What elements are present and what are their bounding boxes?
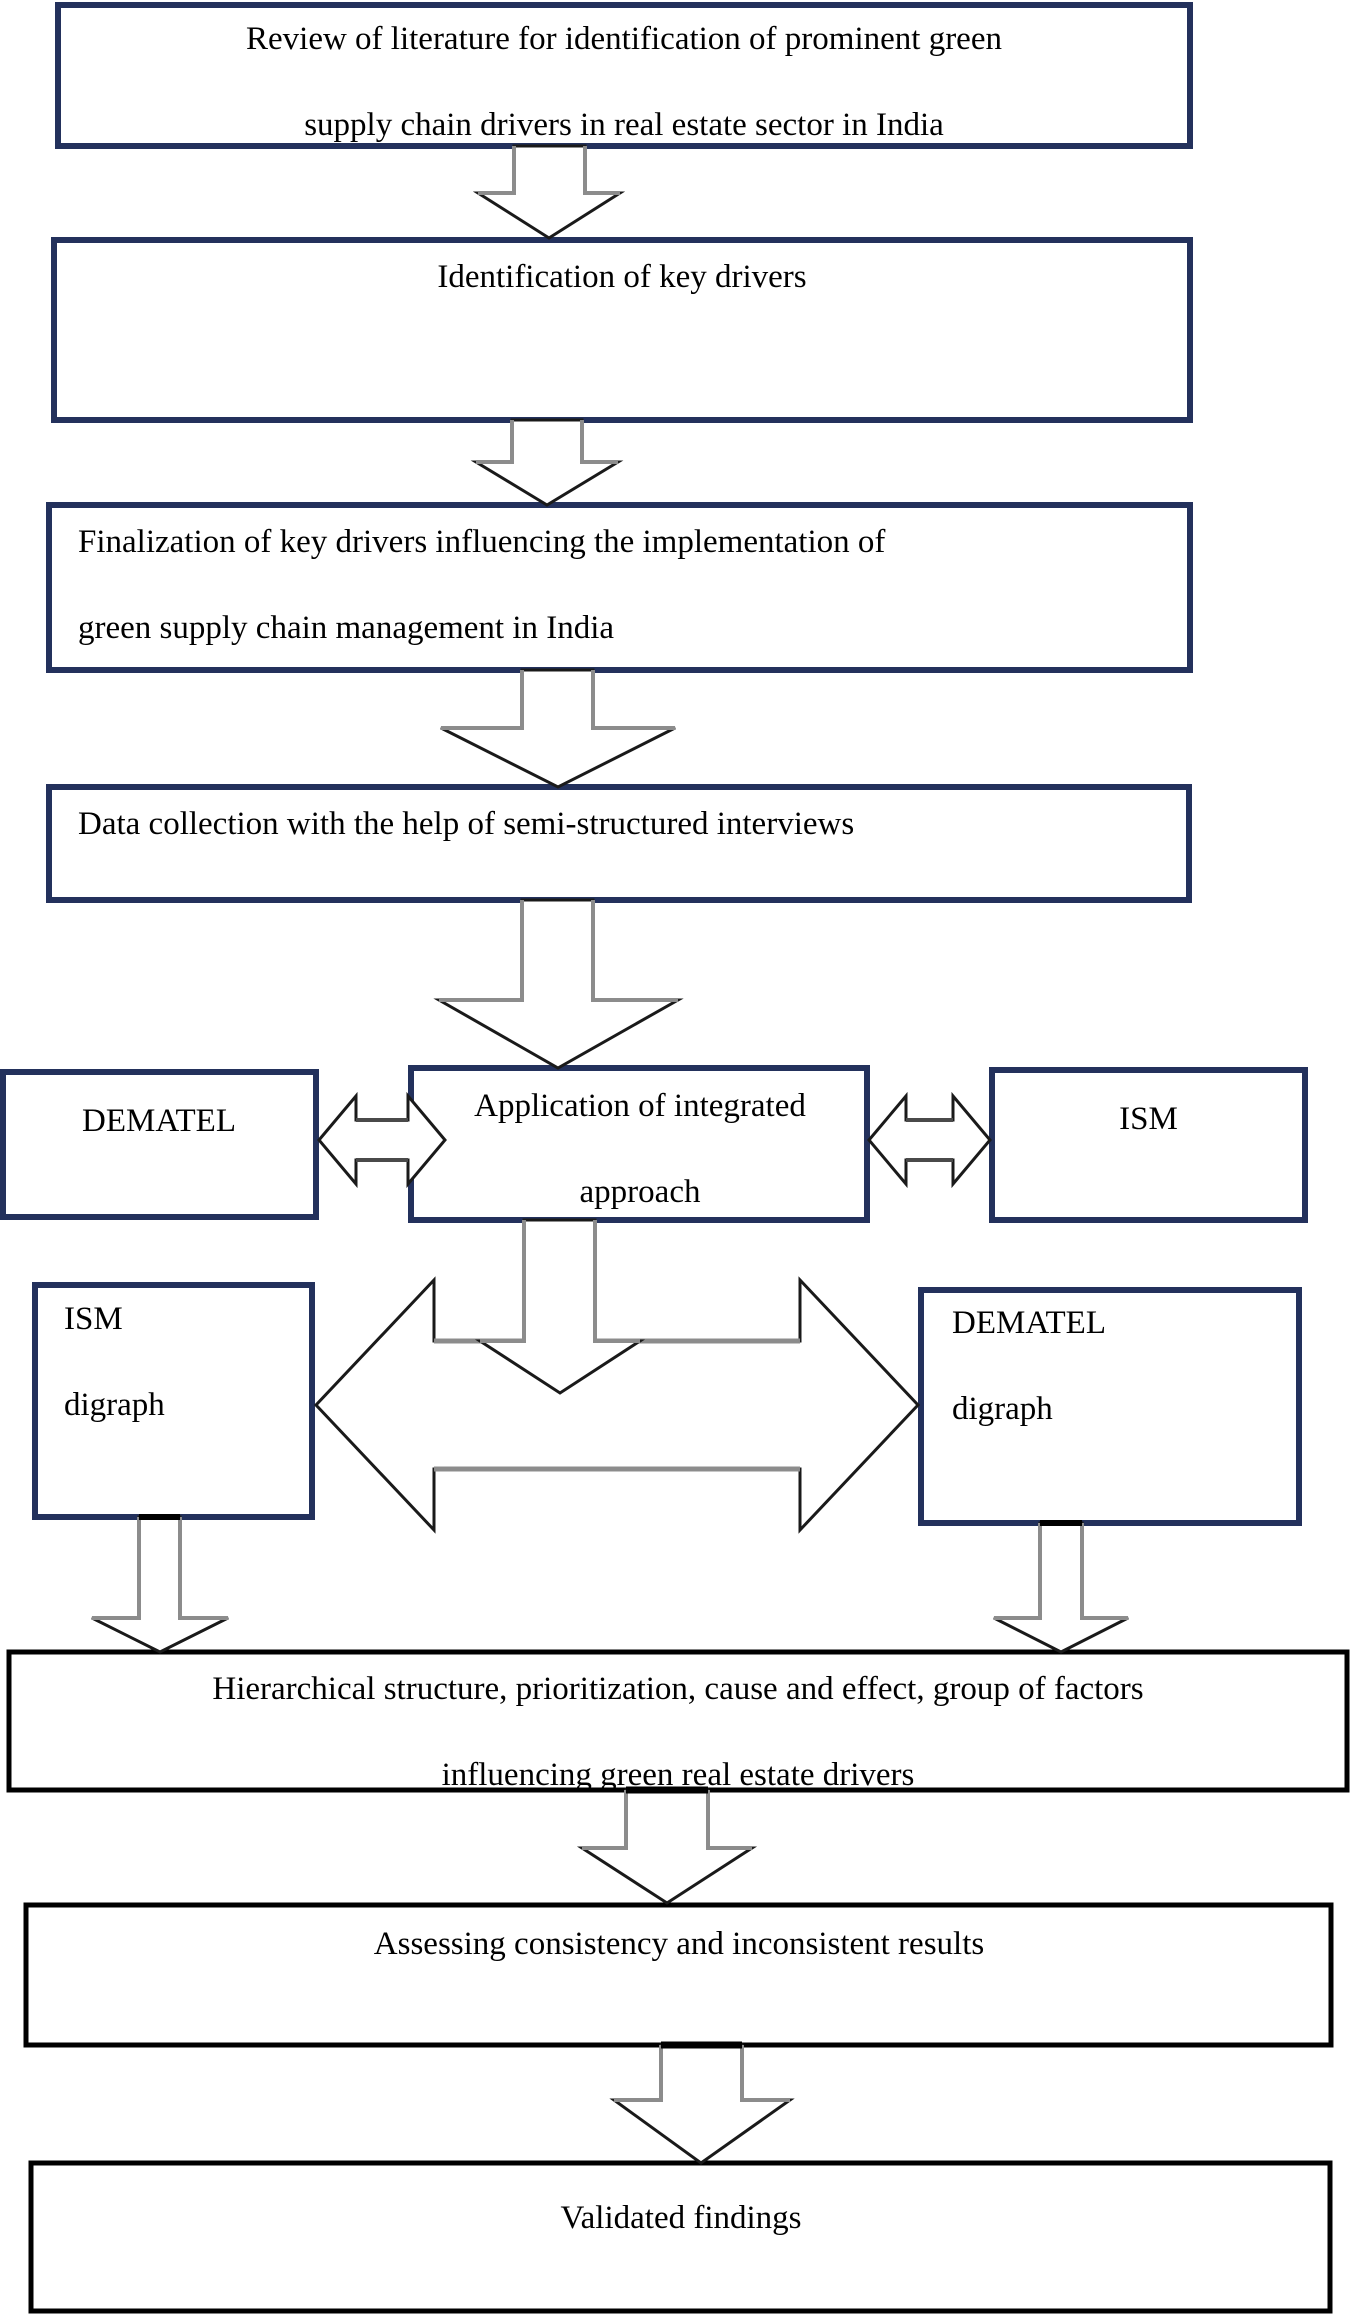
node-dematel-box — [0, 1069, 319, 1220]
arrow-11-down — [576, 1786, 758, 1905]
arrow-9-down — [91, 1514, 229, 1654]
node-hierarchical-structure-box — [6, 1649, 1350, 1793]
node-key-drivers-box — [51, 237, 1193, 423]
arrow-2-down — [470, 418, 624, 507]
node-finalization-box — [46, 502, 1193, 673]
node-data-collection-box — [46, 784, 1192, 903]
arrow-3-down — [440, 668, 676, 789]
arrow-7-down — [474, 1218, 646, 1395]
arrow-10-down — [993, 1520, 1129, 1654]
node-ism-digraph-box — [32, 1282, 315, 1520]
node-integrated-approach-box — [408, 1065, 870, 1223]
node-literature-review-box — [55, 2, 1193, 149]
arrow-1-down — [472, 144, 626, 240]
arrow-8-bidirectional — [313, 1276, 921, 1534]
node-validated-findings-box — [28, 2160, 1333, 2314]
arrow-4-down — [433, 898, 684, 1070]
arrow-6-bidirectional — [867, 1091, 992, 1189]
arrow-12-down — [609, 2041, 795, 2165]
node-ism-box — [989, 1067, 1308, 1223]
arrow-5-bidirectional — [317, 1091, 447, 1189]
node-assessing-consistency-box — [23, 1902, 1334, 2048]
node-dematel-digraph-box — [918, 1287, 1302, 1526]
